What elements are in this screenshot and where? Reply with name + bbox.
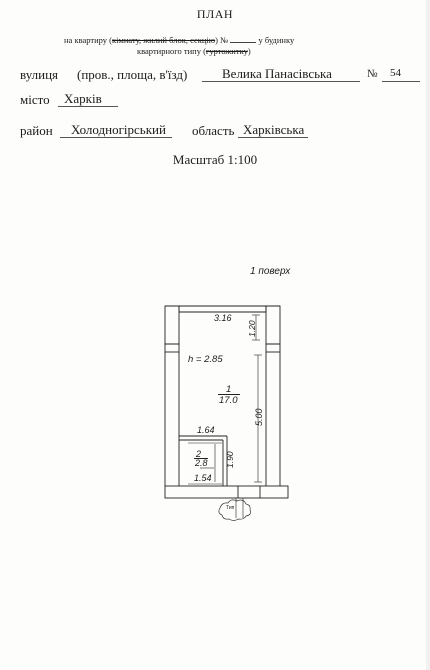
header-line2-suffix: ) bbox=[247, 46, 251, 56]
room1-fraction-line bbox=[218, 394, 240, 395]
dim-top: 3.16 bbox=[214, 313, 232, 323]
ceiling-height: h = 2.85 bbox=[188, 354, 223, 365]
apartment-number-blank bbox=[230, 33, 257, 43]
pilaster-left bbox=[164, 343, 180, 353]
header-line1-mid: ) № bbox=[215, 35, 229, 45]
street-value: Велика Панасівська bbox=[222, 66, 332, 81]
entrance-label: Тип bbox=[226, 505, 235, 511]
number-label: № bbox=[367, 68, 378, 80]
dim-right: 5.00 bbox=[254, 408, 264, 426]
header-line1-prefix: на квартиру ( bbox=[64, 35, 112, 45]
header-line1-suffix: у будинку bbox=[258, 35, 295, 45]
wall-left-upper bbox=[164, 305, 180, 345]
number-underline bbox=[382, 81, 420, 82]
page-edge-shadow bbox=[426, 0, 430, 670]
dim-room2-height: 1.90 bbox=[225, 451, 235, 468]
city-label: місто bbox=[20, 92, 50, 107]
region-underline bbox=[238, 137, 308, 138]
entrance-cloud-icon bbox=[218, 499, 251, 521]
document-title: ПЛАН bbox=[196, 7, 234, 21]
pilaster-right bbox=[265, 343, 281, 353]
dim-bottom: 1.54 bbox=[194, 473, 212, 483]
header-line-1: на квартиру (кімнату, жилий блок, секцію… bbox=[64, 33, 294, 45]
room2-area: 2.8 bbox=[195, 458, 208, 468]
district-value: Холодногірський bbox=[71, 122, 166, 137]
street-underline bbox=[202, 81, 360, 82]
district-label: район bbox=[20, 123, 53, 138]
header-line-2: квартирного типу (гуртожитку) bbox=[137, 46, 251, 56]
header-line2-prefix: квартирного типу ( bbox=[137, 46, 206, 56]
room2-fraction-line bbox=[194, 458, 208, 459]
dim-mid: 1.64 bbox=[197, 425, 215, 435]
street-types: (пров., площа, в'їзд) bbox=[77, 67, 188, 82]
city-value: Харків bbox=[64, 91, 102, 106]
floor-label: 1 поверх bbox=[250, 266, 291, 277]
number-value: 54 bbox=[390, 67, 401, 79]
city-underline bbox=[58, 106, 118, 107]
room1-area: 17.0 bbox=[219, 395, 238, 406]
district-underline bbox=[60, 137, 172, 138]
header-line1-struck: кімнату, жилий блок, секцію bbox=[112, 35, 216, 45]
scale-label: Масштаб 1:100 bbox=[172, 152, 258, 167]
wall-bottom bbox=[164, 485, 289, 499]
street-label: вулиця bbox=[20, 67, 59, 82]
room1-number: 1 bbox=[226, 384, 232, 395]
region-value: Харківська bbox=[243, 122, 305, 137]
dim-top-right: 1.20 bbox=[247, 320, 257, 337]
wall-right-upper bbox=[265, 305, 281, 345]
room2-number: 2 bbox=[196, 449, 202, 459]
header-line2-struck: гуртожитку bbox=[205, 46, 248, 56]
region-label: область bbox=[192, 123, 235, 138]
